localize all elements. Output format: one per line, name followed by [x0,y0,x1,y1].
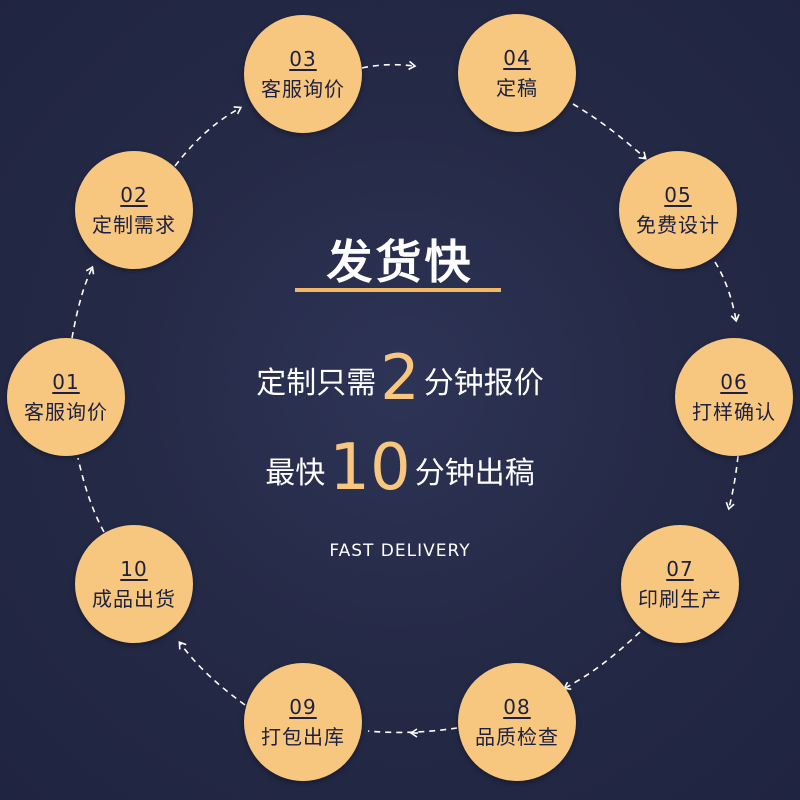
connector-07-08 [562,631,641,690]
step-label: 定稿 [496,76,538,100]
step-label: 打样确认 [692,400,776,424]
step-label: 客服询价 [24,400,108,424]
step-03: 03 客服询价 [244,15,362,133]
step-label: 印刷生产 [638,587,722,611]
step-05: 05 免费设计 [619,151,737,269]
promo-line1-prefix: 定制只需 [256,366,377,401]
step-label: 品质检查 [475,725,559,749]
step-label: 免费设计 [636,213,720,237]
step-label: 成品出货 [92,587,176,611]
step-number: 09 [289,695,317,719]
connector-06-07 [725,455,739,511]
promo-line2-prefix: 最快 [265,456,326,491]
headline: 发货快 [326,235,474,289]
step-10: 10 成品出货 [75,525,193,643]
connector-02-03 [174,106,243,167]
promo-line2-number: 10 [329,431,411,505]
promo-line1-suffix: 分钟报价 [423,366,544,401]
subtitle: FAST DELIVERY [329,541,471,561]
promo-line2-suffix: 分钟出稿 [414,456,535,491]
connector-10-01 [77,457,105,533]
step-02: 02 定制需求 [75,151,193,269]
promo-line1-number: 2 [380,341,420,414]
step-09: 09 打包出库 [244,663,362,781]
connector-01-02 [71,265,95,339]
connector-05-06 [714,261,740,323]
step-number: 01 [52,370,80,394]
step-number: 10 [120,557,148,581]
step-label: 客服询价 [261,77,345,101]
step-01: 01 客服询价 [7,338,125,456]
step-04: 04 定稿 [458,14,576,132]
step-number: 07 [666,557,694,581]
connector-03-04 [361,60,417,71]
step-number: 06 [720,370,748,394]
step-label: 打包出库 [261,725,345,749]
step-number: 02 [120,183,148,207]
connector-08-09 [367,727,458,734]
headline-underline [295,288,501,292]
step-number: 08 [503,695,531,719]
connector-04-05 [572,103,647,160]
step-label: 定制需求 [92,213,176,237]
step-06: 06 打样确认 [675,338,793,456]
step-number: 04 [503,46,531,70]
step-number: 05 [664,183,692,207]
step-number: 03 [289,47,317,71]
step-08: 08 品质检查 [458,663,576,781]
connector-09-10 [178,641,246,706]
step-07: 07 印刷生产 [621,525,739,643]
